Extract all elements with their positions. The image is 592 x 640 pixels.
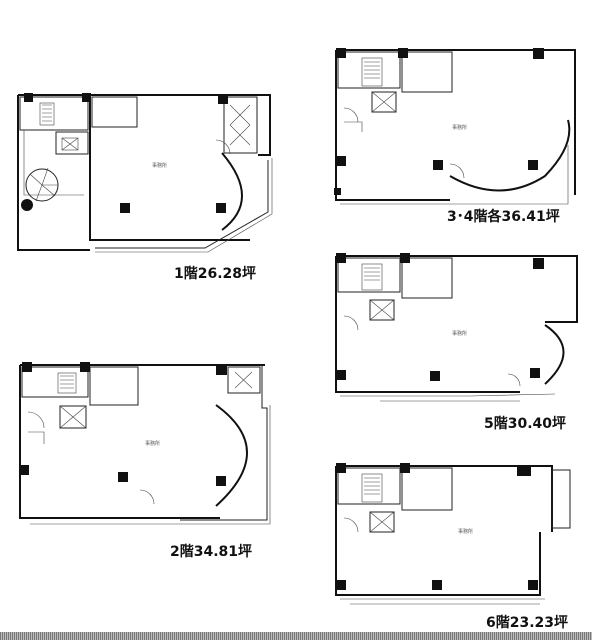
floor-5-plan <box>335 253 578 402</box>
floor-1-room-label: 事務所 <box>152 163 168 169</box>
floor-6-plan <box>335 463 571 605</box>
floor-6-room-label: 事務所 <box>458 529 474 535</box>
floor-3-4-room-label: 事務所 <box>452 125 468 131</box>
floor-3-4-area-label: 3･4階各36.41坪 <box>447 209 560 225</box>
scan-edge-strip <box>0 632 592 640</box>
floor-5-room-label: 事務所 <box>452 331 468 337</box>
floor-2-area-label: 2階34.81坪 <box>170 544 253 560</box>
floor-5-area-label: 5階30.40坪 <box>484 416 567 432</box>
floor-1-plan <box>17 93 273 253</box>
floor-6-area-label: 6階23.23坪 <box>486 615 569 631</box>
floor-2-plan <box>19 362 271 525</box>
floor-2-room-label: 事務所 <box>145 441 161 447</box>
floor-1-area-label: 1階26.28坪 <box>174 266 257 282</box>
floor-3-4-plan <box>334 48 576 205</box>
